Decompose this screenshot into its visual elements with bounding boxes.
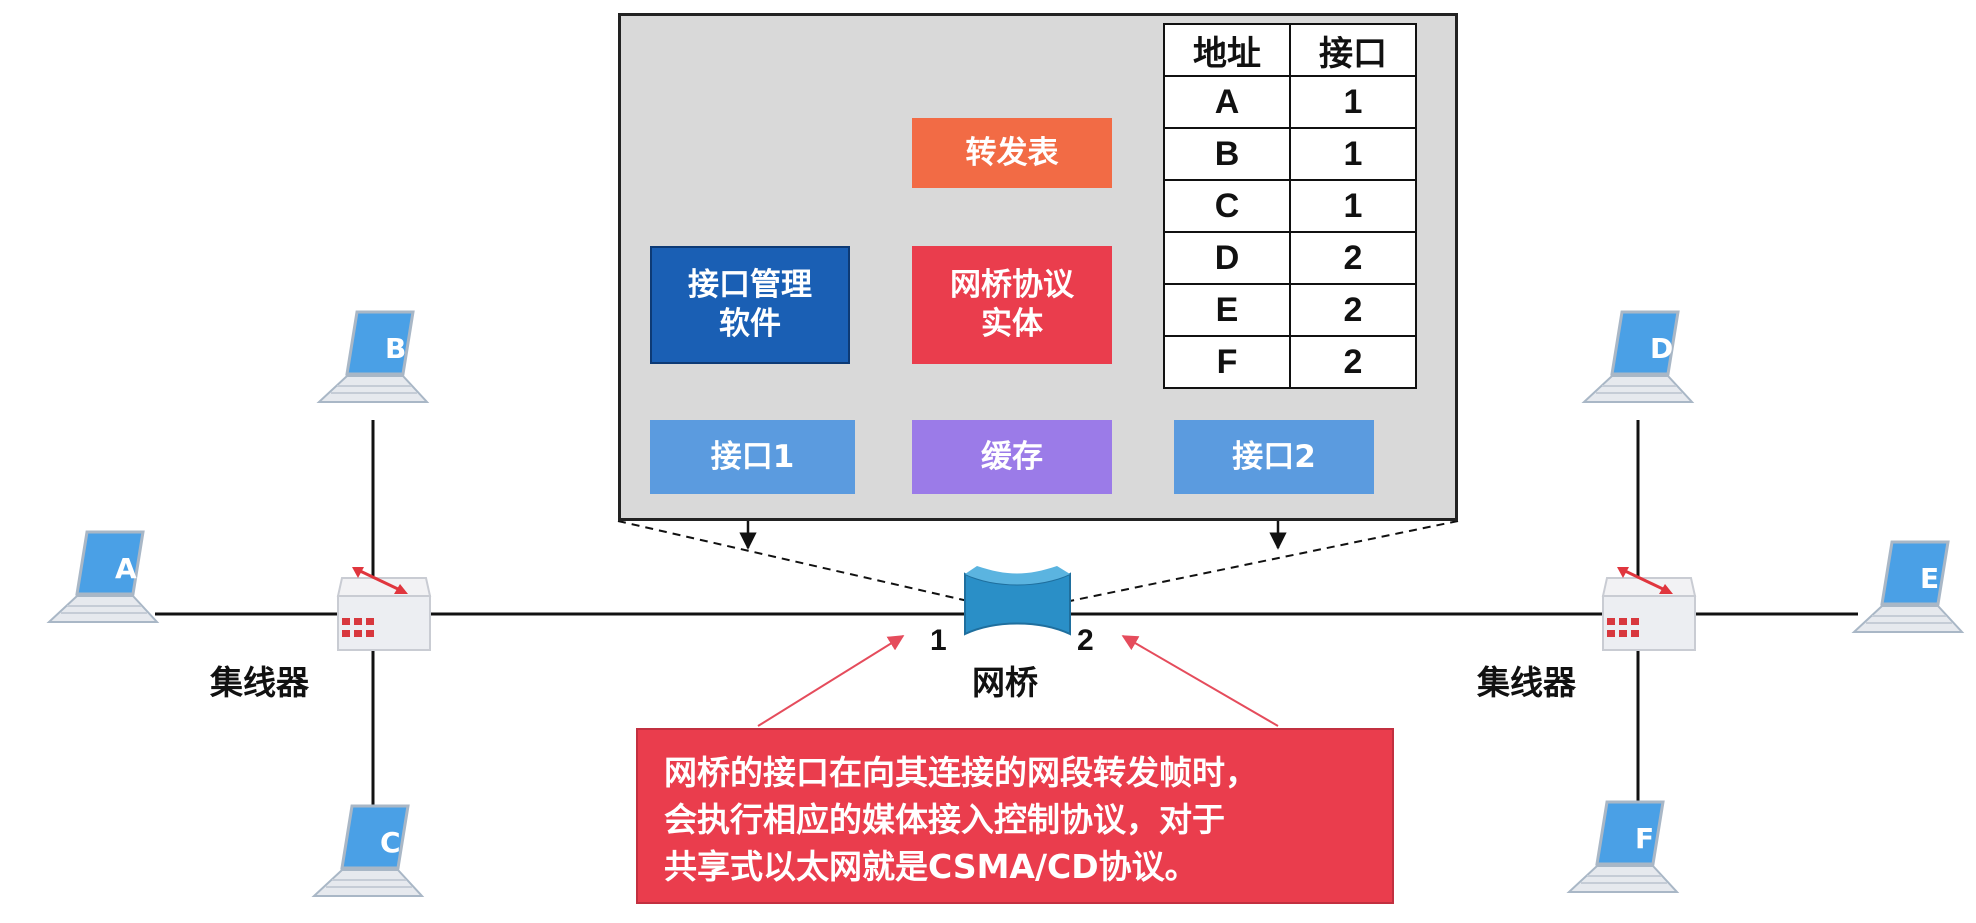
bridge-icon <box>964 566 1071 636</box>
laptop-icon <box>1851 540 1965 633</box>
note-pointer-right <box>1121 635 1279 727</box>
table-cell-port: 2 <box>1289 283 1417 337</box>
note-pointer-left <box>757 635 905 727</box>
laptop-icon <box>46 530 160 623</box>
bridge-port1-label: 1 <box>930 624 947 657</box>
table-cell-port: 1 <box>1289 75 1417 129</box>
table-cell-port: 2 <box>1289 335 1417 389</box>
table-row: E 2 <box>1163 283 1417 337</box>
table-cell-port: 2 <box>1289 231 1417 285</box>
zoom-line-right <box>1069 520 1459 602</box>
note-line: 网桥的接口在向其连接的网段转发帧时， <box>664 753 1258 792</box>
buffer-block: 缓存 <box>912 420 1112 494</box>
port1-block: 接口1 <box>650 420 855 494</box>
forwarding-table-block: 转发表 <box>912 118 1112 188</box>
host-label-f: F <box>1635 822 1655 855</box>
table-cell-port: 1 <box>1289 127 1417 181</box>
table-cell-address: E <box>1163 283 1291 337</box>
port2-block: 接口2 <box>1174 420 1374 494</box>
zoom-line-left <box>617 520 969 602</box>
table-header-cell: 接口 <box>1289 23 1417 77</box>
host-label-c: C <box>380 826 401 859</box>
table-cell-address: F <box>1163 335 1291 389</box>
table-cell-address: C <box>1163 179 1291 233</box>
table-header-cell: 地址 <box>1163 23 1291 77</box>
table-row: D 2 <box>1163 231 1417 285</box>
host-label-a: A <box>115 552 137 585</box>
bridge-label: 网桥 <box>972 663 1038 702</box>
note-line: 共享式以太网就是CSMA/CD协议。 <box>664 846 1198 886</box>
table-row: C 1 <box>1163 179 1417 233</box>
table-header-row: 地址 接口 <box>1163 23 1417 77</box>
port-management-software-block: 接口管理 软件 <box>650 246 850 364</box>
table-row: F 2 <box>1163 335 1417 389</box>
hub-icon <box>1601 567 1697 651</box>
forwarding-table: 地址 接口 A 1 B 1 C 1 D 2 E 2 F 2 <box>1163 23 1417 389</box>
note-line: 会执行相应的媒体接入控制协议，对于 <box>664 799 1225 839</box>
host-label-d: D <box>1650 332 1674 365</box>
laptop-icon <box>311 804 425 897</box>
host-label-b: B <box>385 332 407 365</box>
table-row: B 1 <box>1163 127 1417 181</box>
host-label-e: E <box>1920 562 1940 595</box>
laptop-icon <box>316 310 430 403</box>
laptop-icon <box>1566 800 1680 893</box>
annotation-note: 网桥的接口在向其连接的网段转发帧时， 会执行相应的媒体接入控制协议，对于 共享式… <box>636 728 1394 904</box>
hub-right-label: 集线器 <box>1477 663 1576 702</box>
table-cell-port: 1 <box>1289 179 1417 233</box>
laptop-icon <box>1581 310 1695 403</box>
table-row: A 1 <box>1163 75 1417 129</box>
bridge-port2-label: 2 <box>1077 624 1094 657</box>
hub-left-label: 集线器 <box>210 663 309 702</box>
table-cell-address: D <box>1163 231 1291 285</box>
table-cell-address: A <box>1163 75 1291 129</box>
table-cell-address: B <box>1163 127 1291 181</box>
hub-icon <box>336 567 432 651</box>
bridge-protocol-entity-block: 网桥协议 实体 <box>912 246 1112 364</box>
